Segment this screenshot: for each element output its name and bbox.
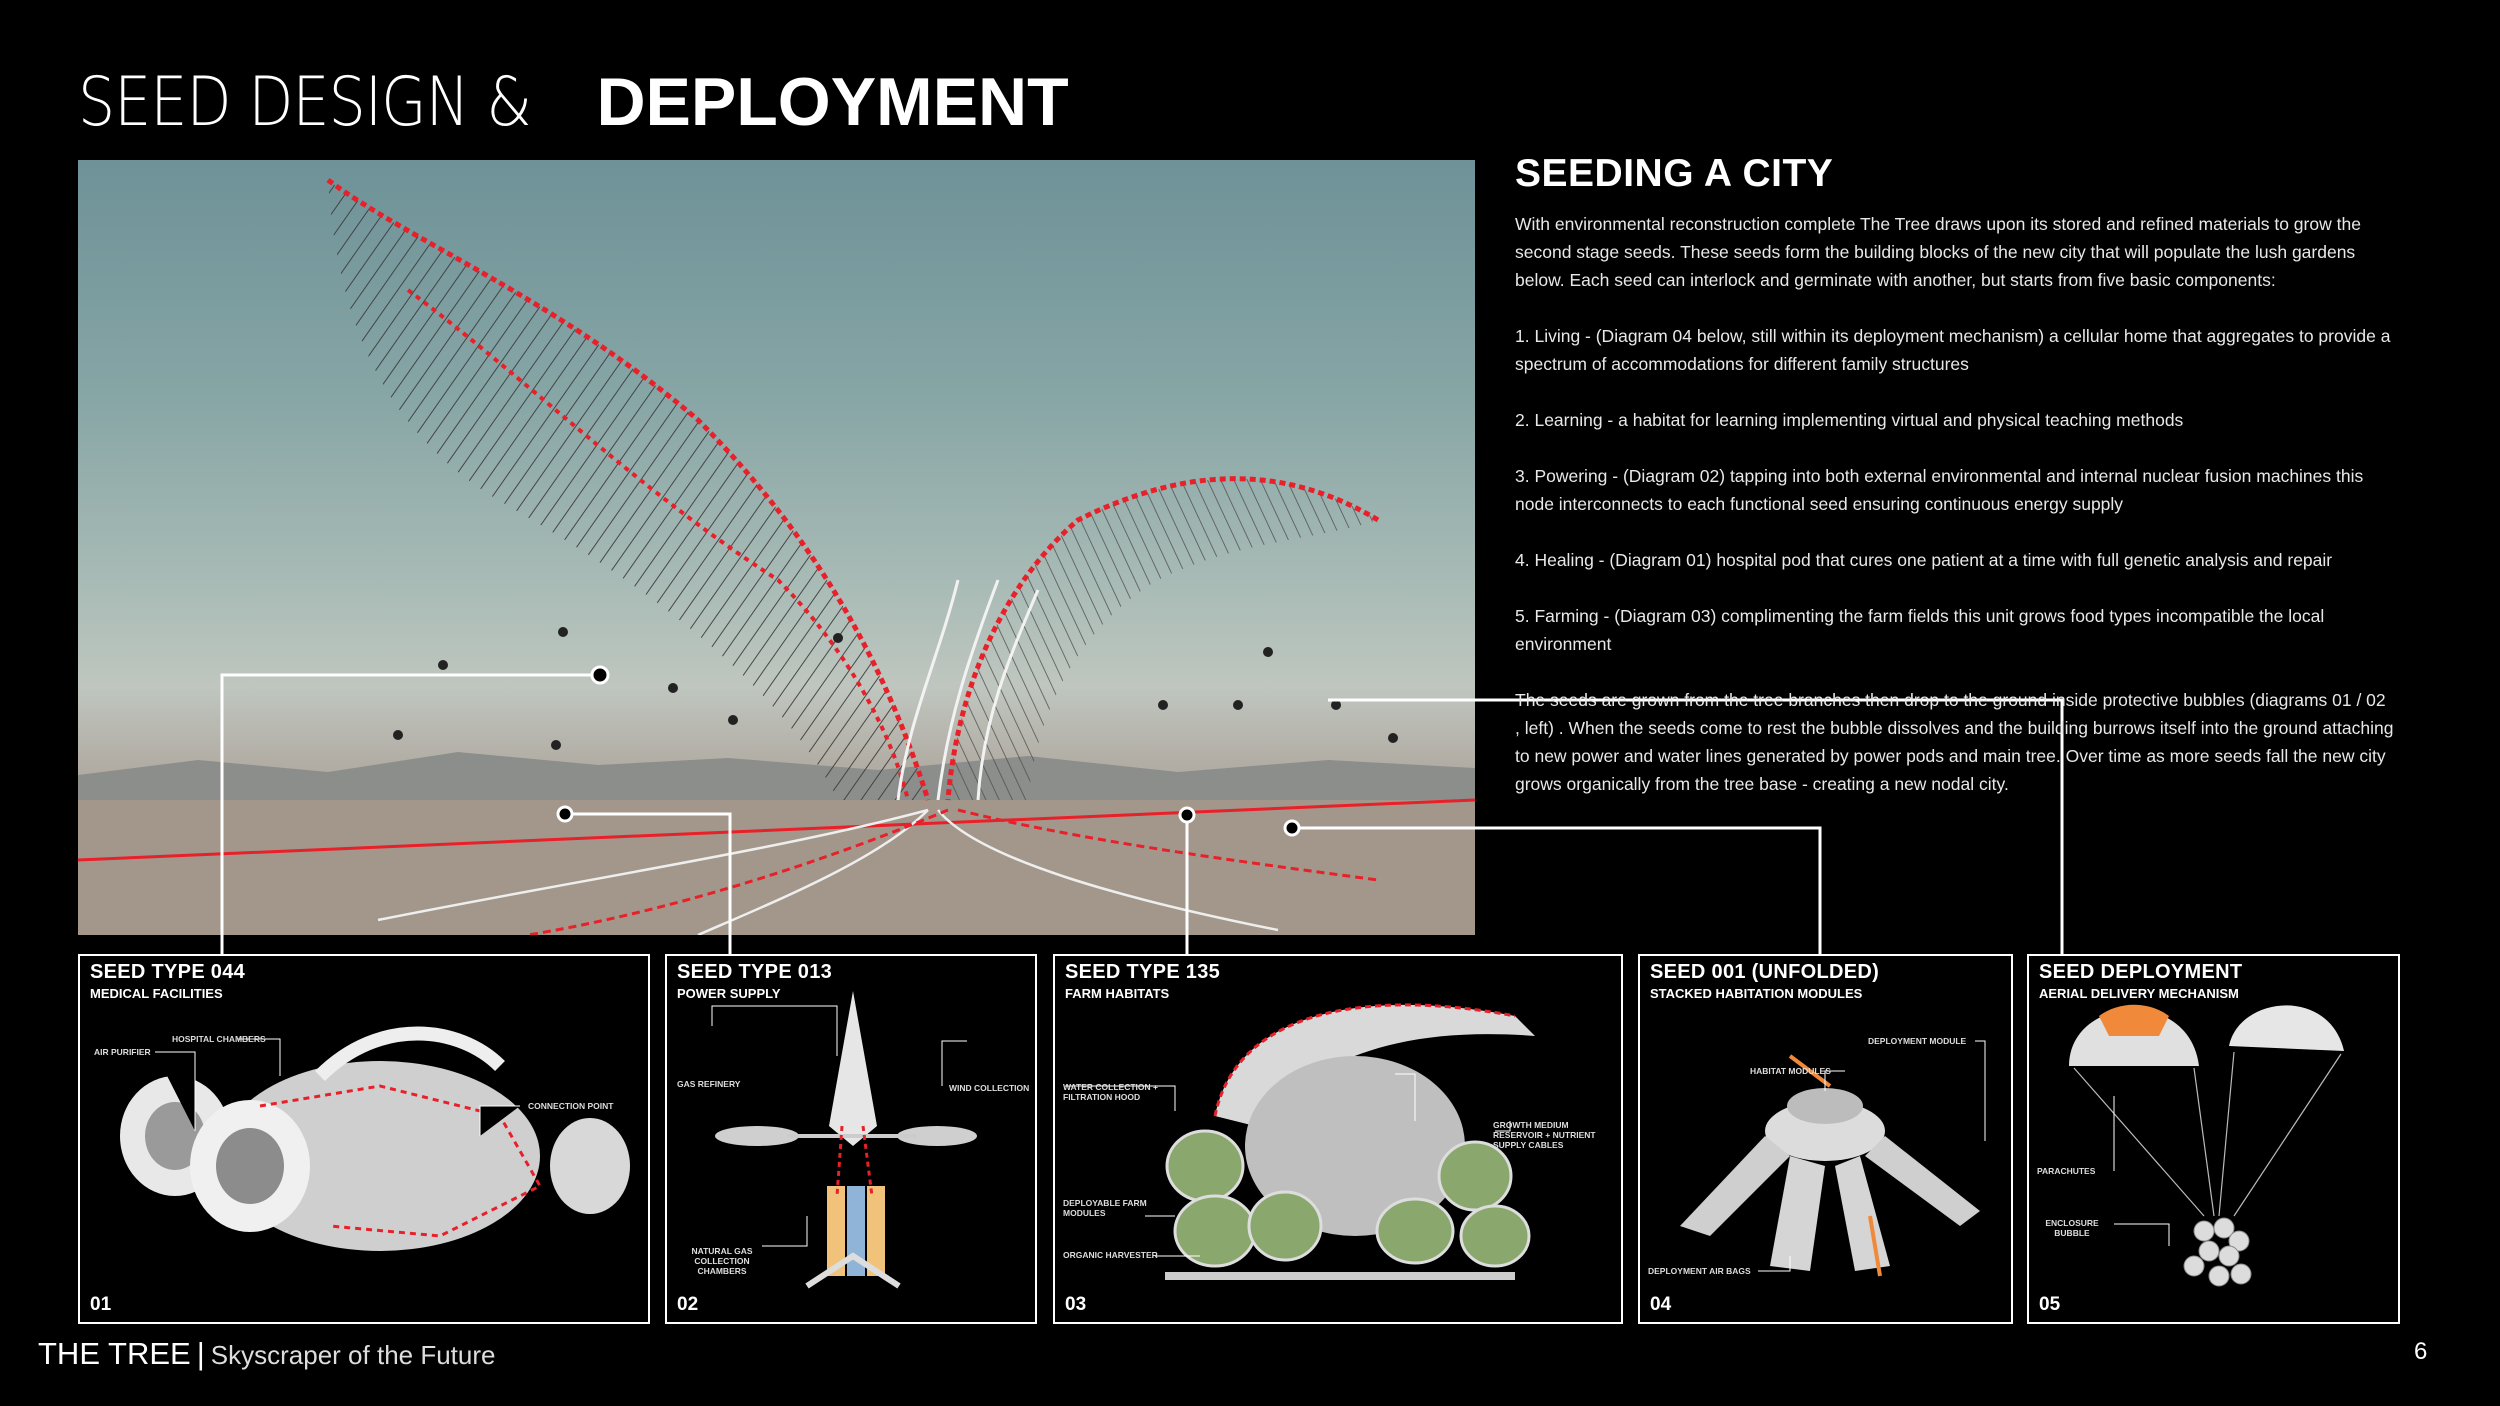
panel-title: SEED 001 (UNFOLDED) xyxy=(1650,961,1880,983)
label-growth-medium: GROWTH MEDIUM RESERVOIR + NUTRIENT SUPPL… xyxy=(1493,1120,1596,1150)
panel-title: SEED TYPE 013 xyxy=(677,961,833,983)
title-bold: DEPLOYMENT xyxy=(596,64,1069,140)
panel-subtitle: AERIAL DELIVERY MECHANISM xyxy=(2039,986,2239,1001)
panel-subtitle: FARM HABITATS xyxy=(1065,986,1170,1001)
label-parachutes: PARACHUTES xyxy=(2037,1166,2096,1176)
intro-paragraph: With environmental reconstruction comple… xyxy=(1515,214,2361,290)
panel-title: SEED DEPLOYMENT xyxy=(2039,961,2243,983)
label-water-collection: WATER COLLECTION + FILTRATION HOOD xyxy=(1063,1082,1163,1102)
panel-seed-type-044: SEED TYPE 044 MEDICAL FACILITIES HOSPITA… xyxy=(78,954,650,1324)
healing-paragraph: 4. Healing - (Diagram 01) hospital pod t… xyxy=(1515,550,2333,570)
panel-seed-deployment: SEED DEPLOYMENT AERIAL DELIVERY MECHANIS… xyxy=(2027,954,2400,1324)
panel-number: 05 xyxy=(2039,1294,2061,1315)
tree-render-image xyxy=(78,160,1475,935)
panel-number: 03 xyxy=(1065,1294,1087,1315)
panel-subtitle: POWER SUPPLY xyxy=(677,986,781,1001)
section-heading: SEEDING A CITY xyxy=(1515,152,1834,195)
label-enclosure-bubble: ENCLOSURE BUBBLE xyxy=(2045,1218,2099,1238)
label-organic-harvester: ORGANIC HARVESTER xyxy=(1063,1250,1158,1260)
panel-number: 02 xyxy=(677,1294,699,1315)
label-hospital-chambers: HOSPITAL CHAMBERS xyxy=(172,1034,266,1044)
page-title: SEED DESIGN & DEPLOYMENT xyxy=(78,62,1069,143)
panel-seed-001: SEED 001 (UNFOLDED) STACKED HABITATION M… xyxy=(1638,954,2013,1324)
panel-title: SEED TYPE 135 xyxy=(1065,961,1221,983)
panel-number: 01 xyxy=(90,1294,112,1315)
panel-title: SEED TYPE 044 xyxy=(90,961,246,983)
power-seed-illustration xyxy=(711,991,977,1289)
learning-paragraph: 2. Learning - a habitat for learning imp… xyxy=(1515,410,2184,430)
label-connection-point: CONNECTION POINT xyxy=(528,1101,614,1111)
label-text: WATER COLLECTION + FILTRATION HOOD xyxy=(1063,1082,1158,1102)
label-habitat-modules: HABITAT MODULES xyxy=(1750,1066,1831,1076)
panel-number: 04 xyxy=(1650,1294,1672,1315)
label-farm-modules: DEPLOYABLE FARM MODULES xyxy=(1063,1198,1147,1218)
seeding-text-section: SEEDING A CITY With environmental recons… xyxy=(1515,152,2395,826)
title-light: SEED DESIGN & xyxy=(78,63,532,142)
panel-seed-type-013: SEED TYPE 013 POWER SUPPLY GAS REFINERY … xyxy=(665,954,1037,1324)
tree-illustration xyxy=(78,177,1475,935)
label-gas-refinery: GAS REFINERY xyxy=(677,1079,741,1089)
label-wind-collection: WIND COLLECTION xyxy=(949,1083,1030,1093)
living-paragraph: 1. Living - (Diagram 04 below, still wit… xyxy=(1515,326,2391,374)
label-deployment-module: DEPLOYMENT MODULE xyxy=(1868,1036,1967,1046)
farming-paragraph: 5. Farming - (Diagram 03) complimenting … xyxy=(1515,606,2325,654)
panel-seed-type-135: SEED TYPE 135 FARM HABITATS WATER COLLEC… xyxy=(1053,954,1623,1324)
habitation-seed-illustration xyxy=(1680,1040,1986,1277)
footer-subtitle: Skyscraper of the Future xyxy=(210,1340,496,1370)
footer-title: THE TREE xyxy=(38,1336,191,1371)
footer: THE TREE|Skyscraper of the Future xyxy=(38,1336,495,1372)
label-deployment-air-bags: DEPLOYMENT AIR BAGS xyxy=(1648,1266,1751,1276)
label-air-purifier: AIR PURIFIER xyxy=(94,1047,151,1057)
panel-subtitle: MEDICAL FACILITIES xyxy=(90,986,223,1001)
seeds-growth-paragraph: The seeds are grown from the tree branch… xyxy=(1515,690,2394,794)
powering-paragraph: 3. Powering - (Diagram 02) tapping into … xyxy=(1515,466,2364,514)
label-natural-gas-chambers: NATURAL GAS COLLECTION CHAMBERS xyxy=(691,1246,753,1276)
deployment-illustration xyxy=(2069,1004,2344,1287)
panel-subtitle: STACKED HABITATION MODULES xyxy=(1650,986,1863,1001)
page-number: 6 xyxy=(2414,1338,2428,1365)
medical-seed-illustration xyxy=(120,1026,630,1251)
farm-seed-illustration xyxy=(1065,1003,1535,1280)
footer-separator: | xyxy=(196,1336,205,1371)
